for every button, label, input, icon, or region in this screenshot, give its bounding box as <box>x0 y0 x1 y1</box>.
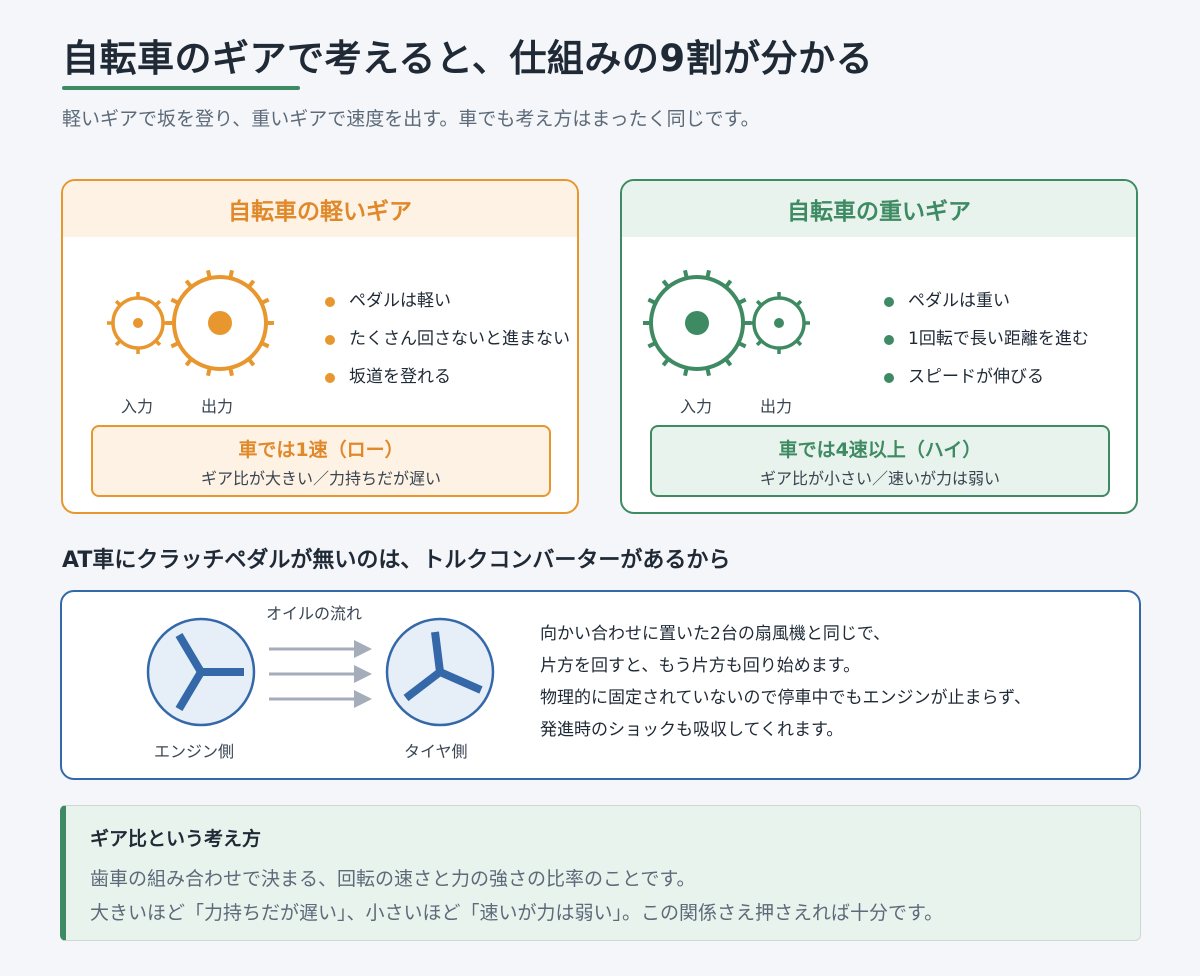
torque-converter-box: オイルの流れ エンジン側 タイヤ側 向かい合わせに置いた2台の扇風機と同じで、 … <box>60 590 1141 780</box>
description-line: 向かい合わせに置いた2台の扇風機と同じで、 <box>540 624 891 644</box>
small-gear-icon <box>748 292 810 354</box>
description-line: 物理的に固定されていないので停車中でもエンジンが止まらず、 <box>540 688 1031 708</box>
page-title: 自転車のギアで考えると、仕組みの9割が分かる <box>62 37 874 80</box>
output-label: 出力 <box>201 397 234 416</box>
note-line: 大きいほど「力持ちだが遅い」、小さいほど「速いが力は弱い」。この関係さえ押さえれ… <box>90 902 944 924</box>
bullet-item: たくさん回さないと進まない <box>325 327 570 365</box>
summary-desc: ギア比が小さい／速いが力は弱い <box>759 469 1000 488</box>
bullet-item: ペダルは重い <box>884 289 1089 327</box>
tire-fan-icon <box>385 617 495 727</box>
light-gear-summary: 車では1速（ロー） ギア比が大きい／力持ちだが遅い <box>91 425 551 497</box>
large-gear-icon <box>166 269 274 377</box>
light-gear-diagram <box>107 269 274 377</box>
heavy-gear-card-title: 自転車の重いギア <box>622 181 1136 237</box>
heavy-gear-bullets: ペダルは重い 1回転で長い距離を進む スピードが伸びる <box>884 289 1089 403</box>
summary-title: 車では1速（ロー） <box>238 439 404 461</box>
light-gear-bullets: ペダルは軽い たくさん回さないと進まない 坂道を登れる <box>325 289 570 403</box>
light-gear-card: 自転車の軽いギア 入力 出力 ペダルは軽い たくさん回さないと進まない 坂道を登… <box>61 179 579 514</box>
torque-converter-section-title: AT車にクラッチペダルが無いのは、トルクコンバーターがあるから <box>62 548 731 573</box>
input-label: 入力 <box>680 397 713 416</box>
bullet-item: 1回転で長い距離を進む <box>884 327 1089 365</box>
bullet-item: スピードが伸びる <box>884 365 1089 403</box>
tire-side-label: タイヤ側 <box>404 742 468 761</box>
large-gear-icon <box>643 269 751 377</box>
engine-fan-icon <box>146 617 256 727</box>
page-subtitle: 軽いギアで坂を登り、重いギアで速度を出す。車でも考え方はまったく同じです。 <box>62 108 760 130</box>
engine-side-label: エンジン側 <box>154 742 235 761</box>
input-label: 入力 <box>121 397 154 416</box>
summary-title: 車では4速以上（ハイ） <box>778 439 982 461</box>
gear-ratio-note: ギア比という考え方 歯車の組み合わせで決まる、回転の速さと力の強さの比率のことで… <box>60 805 1141 941</box>
note-title: ギア比という考え方 <box>90 828 262 850</box>
oil-flow-arrows <box>269 640 372 708</box>
title-underline <box>62 86 300 90</box>
note-line: 歯車の組み合わせで決まる、回転の速さと力の強さの比率のことです。 <box>90 868 696 890</box>
heavy-gear-diagram <box>643 269 810 377</box>
light-gear-card-title: 自転車の軽いギア <box>63 181 577 237</box>
torque-converter-diagram <box>146 617 495 727</box>
summary-desc: ギア比が大きい／力持ちだが遅い <box>200 469 441 488</box>
description-line: 発進時のショックも吸収してくれます。 <box>540 720 844 740</box>
bullet-item: 坂道を登れる <box>325 365 570 403</box>
oil-flow-label: オイルの流れ <box>266 604 363 623</box>
heavy-gear-summary: 車では4速以上（ハイ） ギア比が小さい／速いが力は弱い <box>650 425 1110 497</box>
torque-converter-description: 向かい合わせに置いた2台の扇風機と同じで、 片方を回すと、もう片方も回り始めます… <box>540 618 1031 746</box>
small-gear-icon <box>107 292 169 354</box>
description-line: 片方を回すと、もう片方も回り始めます。 <box>540 656 861 676</box>
bullet-item: ペダルは軽い <box>325 289 570 327</box>
output-label: 出力 <box>760 397 793 416</box>
heavy-gear-card: 自転車の重いギア 入力 出力 ペダルは重い 1回転で長い距離を進む スピードが伸… <box>620 179 1138 514</box>
